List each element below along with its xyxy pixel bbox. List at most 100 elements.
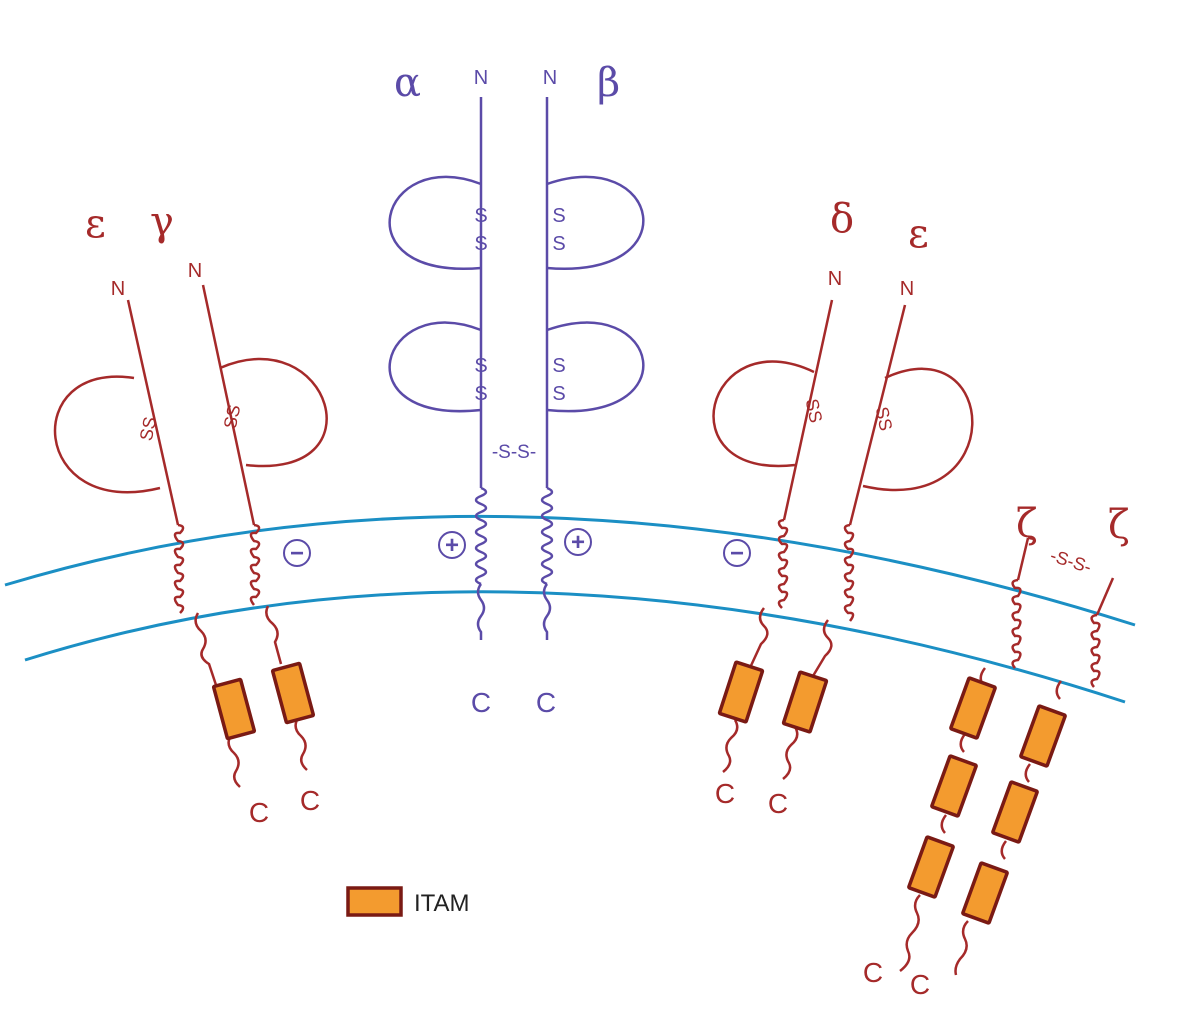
legend-itam-swatch [346,886,403,917]
zeta-right-chain [954,577,1115,976]
zeta-disulfide-bridge: -S-S- [1048,545,1094,577]
zeta-left-tail [899,667,987,972]
gamma-tail-lower [294,717,308,771]
gamma-disulfide: SS [220,403,245,431]
zeta-disulfide-bridge-left-end [1027,537,1034,540]
zeta-right-label: ζ [1108,502,1130,548]
zeta-left-transmembrane-helix [1011,578,1022,669]
itam-zeta-right-2 [990,780,1040,844]
gamma-transmembrane-helix [249,523,261,606]
delta-domain-loop [712,360,815,468]
delta-charge-text: − [730,540,744,567]
charge-markers [283,528,751,567]
itam-gamma [270,661,316,725]
gamma-chain [201,284,328,771]
epsilon-left-chain [53,299,241,788]
epsilon-right-tail-lower [782,726,799,780]
delta-label: δ [830,196,854,242]
zeta-right-c-terminus: C [910,969,930,1000]
gamma-stalk [201,284,256,526]
alpha-chain [388,97,488,640]
epsilon-left-c-terminus: C [249,797,269,828]
epsilon-right-stalk [848,304,907,526]
beta-disulfide-bottom-2: S [552,383,565,405]
beta-label: β [597,60,620,106]
itam-zeta-left-1 [948,676,998,740]
beta-disulfide-bottom-1: S [552,355,565,377]
alpha-label: α [394,60,421,106]
delta-stalk [782,299,834,521]
gamma-tail-upper [265,605,283,665]
itam-group [211,660,1068,925]
delta-chain [712,299,834,773]
membrane-outer-line [4,514,1136,627]
alpha-disulfide-top-2: S [474,233,487,255]
zeta-left-chain [899,537,1030,972]
alpha-transmembrane-helix [474,486,488,586]
legend: ITAM [346,886,470,917]
epsilon-right-domain-loop [862,367,974,492]
beta-chain [540,97,645,640]
gamma-n-terminus: N [188,260,202,282]
epsilon-right-c-terminus: C [768,788,788,819]
delta-charge-marker [723,539,751,567]
beta-charge-marker [564,528,592,556]
alpha-n-terminus: N [474,67,488,89]
alpha-disulfide-bottom-1: S [474,355,487,377]
alpha-beta-disulfide-bridge: -S-S- [492,442,536,463]
alpha-disulfide-bottom-2: S [474,383,487,405]
beta-disulfide-top-1: S [552,205,565,227]
itam-epsilon-left [211,677,257,741]
itam-zeta-right-3 [960,861,1010,925]
zeta-left-label: ζ [1016,501,1038,547]
itam-delta [717,660,765,724]
zeta-right-transmembrane-helix [1090,613,1101,688]
gamma-charge-text: − [290,540,304,567]
alpha-domain-loop-2 [388,321,482,413]
itam-zeta-left-3 [906,835,956,899]
alpha-disulfide-top-1: S [474,205,487,227]
zeta-left-stalk [1016,537,1030,581]
epsilon-left-n-terminus: N [111,278,125,300]
delta-tail-lower [722,719,739,773]
epsilon-left-stalk [126,299,180,526]
epsilon-left-tail-upper [194,612,219,689]
epsilon-right-disulfide: SS [872,405,897,433]
gamma-label: γ [150,199,174,245]
alpha-domain-loop-1 [388,175,482,270]
beta-domain-loop-1 [546,175,645,270]
beta-transmembrane-helix [540,486,554,586]
epsilon-left-tail-lower [227,734,241,788]
itam-zeta-right-1 [1018,704,1068,768]
epsilon-right-tail-upper [811,619,833,677]
membrane-inner-line [24,590,1126,704]
beta-n-terminus: N [543,67,557,89]
alpha-cytoplasmic-tail [476,583,486,640]
epsilon-left-domain-loop [53,375,161,494]
zeta-left-c-terminus: C [863,957,883,988]
alpha-c-terminus: C [471,687,491,718]
zeta-right-tail [954,680,1063,976]
cell-membrane [4,514,1136,704]
beta-c-terminus: C [536,687,556,718]
delta-transmembrane-helix [777,518,789,609]
beta-charge-text: + [571,529,585,556]
epsilon-right-chain [782,304,974,780]
epsilon-right-n-terminus: N [900,278,914,300]
itam-epsilon-right [781,670,829,734]
zeta-right-stalk [1095,577,1115,616]
alpha-charge-marker [438,531,466,559]
delta-c-terminus: C [715,778,735,809]
epsilon-right-label: ε [908,211,929,257]
gamma-domain-loop [219,357,328,468]
legend-itam-label: ITAM [414,890,470,917]
epsilon-right-transmembrane-helix [843,523,855,622]
beta-cytoplasmic-tail [542,583,552,640]
gamma-c-terminus: C [300,785,320,816]
delta-disulfide: SS [802,397,827,425]
itam-zeta-left-2 [929,754,979,818]
epsilon-left-disulfide: SS [136,415,161,443]
gamma-charge-marker [283,539,311,567]
delta-tail-upper [747,607,769,671]
